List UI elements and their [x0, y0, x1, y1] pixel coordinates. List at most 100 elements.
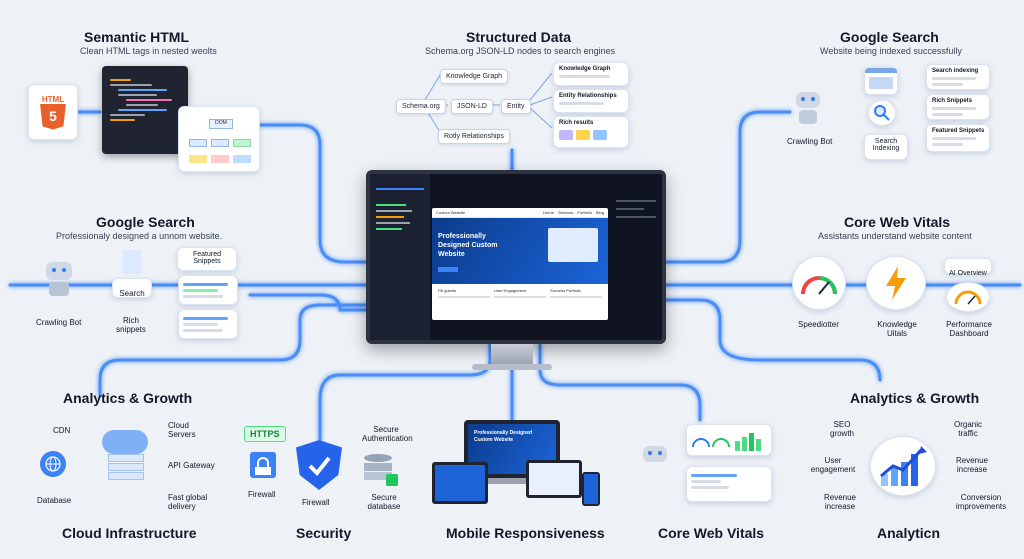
- database-label: Database: [37, 496, 72, 505]
- tablet-device: [526, 460, 582, 498]
- desktop-device: [432, 462, 488, 504]
- card-entity-relationships: Entity Relationships: [553, 89, 629, 113]
- card-search-indexing: Search indexing: [926, 64, 990, 90]
- feature-3: Success Portfolio: [550, 288, 581, 293]
- cloud-icon: [98, 430, 154, 486]
- semantic-html-title: Semantic HTML: [84, 29, 190, 45]
- secure-db-label: Secure database: [367, 493, 401, 511]
- monitor-stand: [491, 344, 533, 366]
- node-entity: Entity: [501, 99, 531, 114]
- rich-snippets-left-label: Rich snippets: [116, 316, 146, 334]
- feature-1: Fill guests: [438, 288, 457, 293]
- card-knowledge-graph: Knowledge Graph: [553, 62, 629, 86]
- analytics-section-title: Analytics & Growth: [850, 390, 980, 406]
- robot-bottom-icon: [640, 446, 670, 474]
- featured-snippets-left-label: Featured Snippets: [192, 251, 222, 265]
- database-icon: [364, 454, 398, 486]
- html5-shield: 5: [40, 103, 66, 130]
- feature-2: User Engagement: [494, 288, 527, 293]
- hero-cta[interactable]: [438, 267, 458, 272]
- laptop-base: [452, 478, 572, 484]
- ide-sidebar: [370, 174, 430, 340]
- card-knowledge-graph-label: Knowledge Graph: [559, 66, 611, 72]
- card-featured-snippets-label: Featured Snippets: [932, 128, 985, 134]
- api-gateway-label: API Gateway: [168, 461, 215, 470]
- ai-overview-label: AI Overview: [949, 270, 987, 277]
- website-preview: Custom Website Home Services Portfolio B…: [432, 208, 608, 320]
- robot-left-icon: [40, 262, 80, 302]
- seo-growth-label: SEO growth: [829, 420, 854, 438]
- code-editor-snippet: [102, 66, 188, 154]
- firewall-left-label: Firewall: [248, 490, 276, 499]
- vitals-dashboard-card: [686, 424, 772, 456]
- node-json-ld: JSON-LD: [451, 99, 493, 114]
- lightning-icon: [866, 256, 926, 310]
- nav-portfolio[interactable]: Portfolio: [577, 210, 592, 215]
- site-brand: Custom Website: [436, 210, 466, 215]
- globe-icon: [40, 451, 66, 477]
- node-schema-org: Schema.org: [396, 99, 446, 114]
- semantic-html-subtitle: Clean HTML tags in nested weolts: [80, 46, 217, 56]
- search-indexing-label: Search Indexing: [872, 138, 900, 152]
- lock-icon: [250, 452, 276, 478]
- robot-icon: [793, 92, 823, 126]
- core-web-vitals-right-title: Core Web Vitals: [844, 214, 951, 230]
- card-rich-snippets-label: Rich Snippets: [932, 98, 973, 104]
- snippet-card-1: [178, 275, 238, 305]
- ai-overview-card: AI Overview: [944, 258, 992, 277]
- revenue-left-label: Revenue increase: [823, 493, 857, 511]
- firewall-center-label: Firewall: [302, 498, 330, 507]
- structured-data-title: Structured Data: [466, 29, 572, 45]
- growth-chart-icon: [870, 436, 936, 496]
- gauge-icon: [792, 256, 846, 310]
- performance-gauge-icon: [946, 282, 990, 312]
- card-entity-relationships-label: Entity Relationships: [559, 93, 617, 99]
- search-indexing-box: Search Indexing: [864, 134, 908, 160]
- security-title: Security: [296, 525, 352, 541]
- organic-traffic-label: Organic traffic: [953, 420, 982, 438]
- dom-root-node: DOM: [209, 119, 233, 129]
- speediotter-label: Speediotter: [798, 320, 839, 329]
- search-box-left: Search: [112, 278, 152, 298]
- analytics-bottom-title: Analyticn: [877, 525, 941, 541]
- mobile-title: Mobile Responsiveness: [446, 525, 605, 541]
- vitals-report-card: [686, 466, 772, 502]
- conversion-label: Conversion improvements: [955, 493, 1007, 511]
- node-knowledge-graph: Knowledge Graph: [440, 69, 509, 84]
- magnifier-icon: [868, 100, 896, 126]
- snippet-card-2: [178, 309, 238, 339]
- html5-icon: HTML 5: [28, 84, 78, 140]
- document-icon: [122, 250, 142, 274]
- google-search-top-subtitle: Website being indexed successfully: [820, 46, 962, 56]
- knowledge-uitals-label: Knowledge Uitals: [877, 320, 917, 338]
- core-web-vitals-bottom-title: Core Web Vitals: [658, 525, 765, 541]
- featured-snippets-left-card: Featured Snippets: [177, 247, 237, 271]
- performance-dashboard-label: Performance Dashboard: [946, 320, 992, 338]
- fast-global-label: Fast global delivery: [168, 493, 208, 511]
- secure-auth-label: Secure Authentication: [362, 425, 413, 443]
- dom-tree-card: DOM: [178, 106, 260, 172]
- hero-section: Professionally Designed Custom Website: [432, 218, 608, 284]
- card-rich-snippets: Rich Snippets: [926, 94, 990, 120]
- structured-data-subtitle: Schema.org JSON-LD nodes to search engin…: [425, 46, 616, 56]
- node-rotly-relationships: Rotly Relationships: [438, 129, 510, 144]
- cloud-servers-label: Cloud Servers: [168, 421, 196, 439]
- monitor-base: [472, 364, 552, 370]
- search-left-label: Search: [119, 289, 145, 298]
- cdn-label: CDN: [53, 426, 71, 435]
- google-search-left-title: Google Search: [96, 214, 195, 230]
- nav-home[interactable]: Home: [543, 210, 554, 215]
- card-rich-results-label: Rich results: [559, 120, 594, 126]
- html5-label: HTML: [41, 94, 65, 104]
- cloud-infrastructure-title: Cloud Infrastructure: [62, 525, 197, 541]
- card-rich-results: Rich results: [553, 116, 629, 148]
- user-engagement-label: User engagement: [810, 456, 856, 474]
- nav-blog[interactable]: Blog: [595, 210, 604, 215]
- cloud-section-title: Analytics & Growth: [63, 390, 193, 406]
- browser-window-icon: [864, 67, 898, 95]
- crawling-bot-left-label: Crawling Bot: [36, 318, 82, 327]
- nav-services[interactable]: Services: [557, 210, 574, 215]
- https-badge: HTTPS: [244, 426, 286, 442]
- revenue-right-label: Revenue increase: [955, 456, 989, 474]
- google-search-top-title: Google Search: [840, 29, 939, 45]
